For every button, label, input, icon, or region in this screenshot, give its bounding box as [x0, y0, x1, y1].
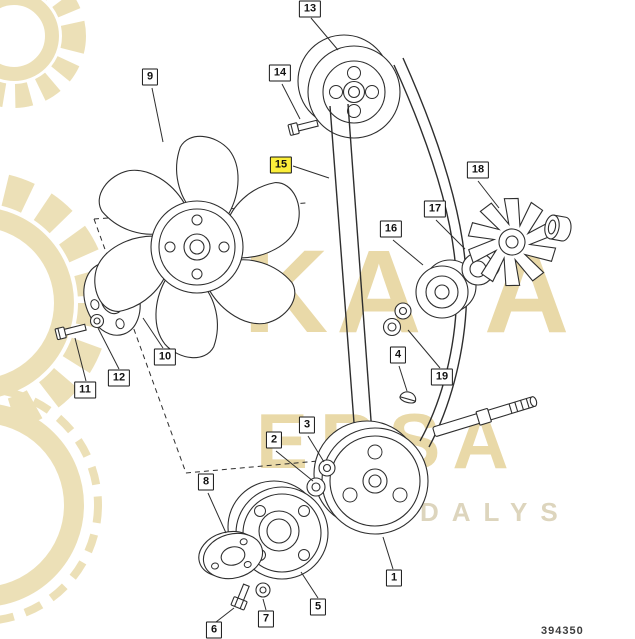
woodruff-key	[399, 391, 417, 404]
callout-3[interactable]: 3	[298, 416, 316, 434]
pulley-washers	[306, 459, 336, 497]
watermark-word-3: DALYS	[420, 497, 571, 527]
crank-flange	[198, 530, 264, 580]
pump-bolt	[287, 119, 319, 136]
alternator-washers	[382, 302, 412, 337]
callout-6[interactable]: 6	[205, 621, 223, 639]
callout-18[interactable]: 18	[466, 161, 490, 179]
alternator-fan	[467, 197, 557, 287]
callout-2[interactable]: 2	[265, 431, 283, 449]
leader-lines	[74, 17, 500, 623]
figure-number: 394350	[541, 625, 584, 637]
callout-14[interactable]: 14	[268, 64, 292, 82]
alternator-shaft	[432, 396, 538, 437]
hub-bolt	[230, 583, 250, 611]
crankshaft-pulley	[313, 420, 429, 535]
callout-8[interactable]: 8	[197, 473, 215, 491]
cooling-fan	[85, 130, 309, 364]
fan-belt	[329, 57, 468, 448]
callout-4[interactable]: 4	[389, 346, 407, 364]
callout-19[interactable]: 19	[430, 368, 454, 386]
fan-bolt-washer	[89, 313, 105, 329]
callout-13[interactable]: 13	[298, 0, 322, 18]
callout-1[interactable]: 1	[385, 569, 403, 587]
callout-17[interactable]: 17	[423, 200, 447, 218]
shaft-bushing	[544, 214, 572, 242]
callout-5[interactable]: 5	[309, 598, 327, 616]
callout-16[interactable]: 16	[379, 220, 403, 238]
callout-15-highlighted[interactable]: 15	[269, 156, 293, 174]
hub-bolt-washer	[255, 582, 271, 598]
callout-7[interactable]: 7	[257, 610, 275, 628]
callout-11[interactable]: 11	[74, 381, 96, 399]
callout-12[interactable]: 12	[107, 369, 131, 387]
fan-bolt	[54, 323, 87, 341]
callout-10[interactable]: 10	[153, 348, 177, 366]
callout-9[interactable]: 9	[141, 68, 159, 86]
